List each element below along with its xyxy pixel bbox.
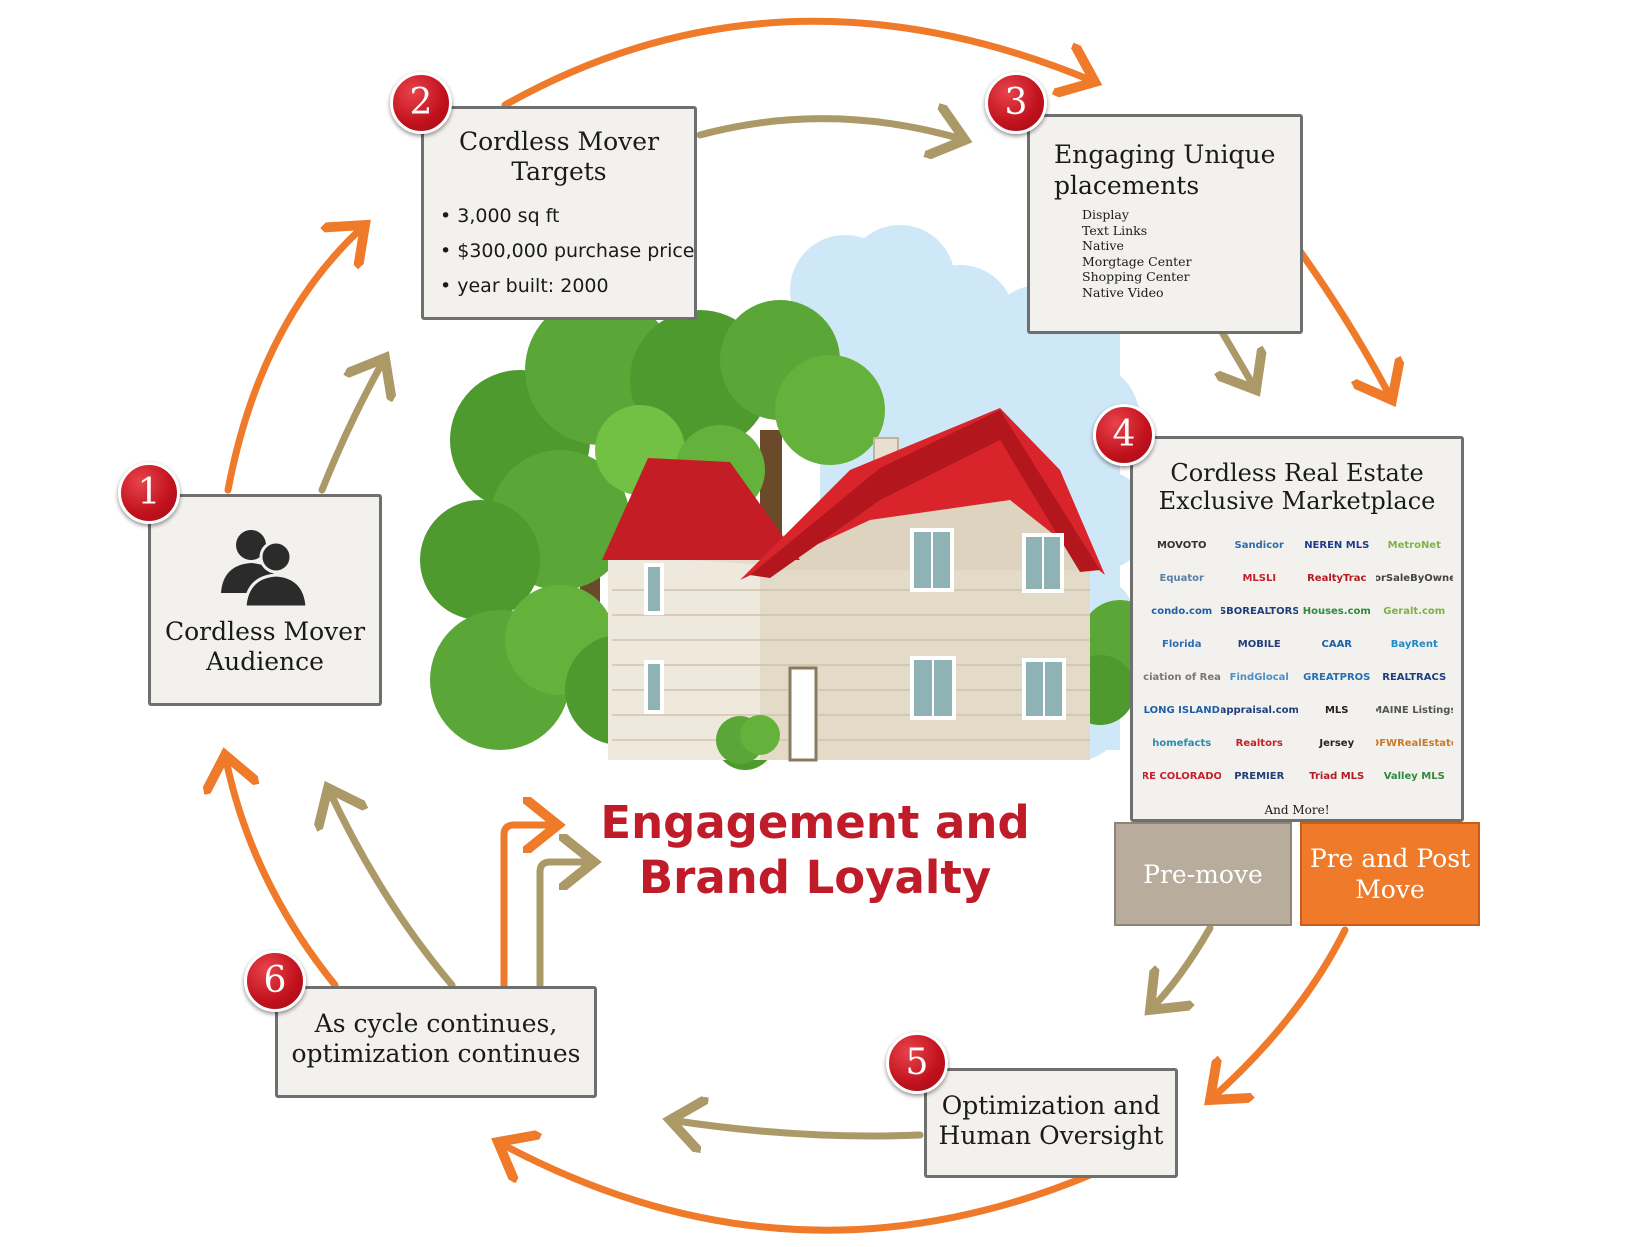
arrow-tan-2-3 — [696, 119, 965, 140]
partner-logo: MetroNet — [1387, 540, 1441, 551]
partner-logo: MOBILE — [1237, 639, 1281, 650]
pre-and-post-move-label: Pre and Post Move — [1300, 822, 1480, 926]
step-4-title: Cordless Real Estate Exclusive Marketpla… — [1158, 459, 1436, 515]
partner-logo: Jersey — [1319, 738, 1355, 749]
list-item: • $300,000 purchase price — [440, 240, 695, 262]
partner-logo: MAINE Listings — [1375, 705, 1454, 716]
partner-logo: SBOREALTORS — [1220, 606, 1299, 617]
partner-logo: Houses.com — [1302, 606, 1371, 617]
arrow-orange-5-6 — [498, 1142, 1094, 1234]
partner-logo: CAAR — [1321, 639, 1353, 650]
and-more-label: And More! — [1264, 803, 1330, 817]
partner-logo: NEREN MLS — [1304, 540, 1370, 551]
partner-logo: MLS — [1324, 705, 1349, 716]
arrow-tan-6-1 — [328, 788, 456, 989]
step-6-title: As cycle continues, optimization continu… — [291, 1009, 581, 1068]
step-5-box: Optimization and Human Oversight — [924, 1068, 1178, 1178]
arrow-tan-1-2 — [318, 358, 385, 494]
pre-move-label: Pre-move — [1114, 822, 1292, 926]
partner-logo: FindGlocal — [1229, 672, 1289, 683]
arrow-orange-to-headline — [500, 825, 558, 989]
step-6-badge: 6 — [244, 950, 306, 1012]
step-5-badge: 5 — [886, 1032, 948, 1094]
partner-logo: RealtyTrac — [1307, 573, 1367, 584]
partner-logo: Geralt.com — [1383, 606, 1446, 617]
list-item: • year built: 2000 — [440, 275, 609, 297]
list-item: Display — [1082, 207, 1129, 222]
partner-logo: RE COLORADO — [1143, 771, 1221, 782]
partner-logo: homefacts — [1152, 738, 1212, 749]
partner-logo: appraisal.com — [1220, 705, 1299, 716]
partner-logo: Valley MLS — [1383, 771, 1445, 782]
list-item: Native Video — [1082, 284, 1164, 300]
list-item: Shopping Center — [1082, 269, 1190, 284]
partner-logo: REALTRACS — [1382, 672, 1447, 683]
list-item: • 3,000 sq ft — [440, 205, 560, 227]
partner-logo: ForSaleByOwner — [1375, 573, 1454, 584]
arrow-orange-2-3 — [501, 17, 1095, 109]
step-3-badge: 3 — [985, 72, 1047, 134]
partner-logo: DFWRealEstate — [1375, 738, 1454, 749]
arrow-tan-4-5 — [1150, 924, 1214, 1010]
partner-logo: Triad MLS — [1309, 771, 1365, 782]
list-item: Text Links — [1082, 222, 1148, 238]
step-2-box: Cordless Mover Targets • 3,000 sq ft • $… — [421, 106, 697, 320]
headline: Engagement and Brand Loyalty — [600, 796, 1030, 904]
arrow-tan-to-headline — [536, 862, 594, 989]
step-3-title: Engaging Unique placements — [1054, 140, 1276, 200]
arrow-orange-4-5 — [1210, 926, 1349, 1100]
step-2-badge: 2 — [390, 72, 452, 134]
step-3-items: Display Text Links Native Morgtage Cente… — [1082, 207, 1192, 300]
step-1-badge: 1 — [118, 462, 180, 524]
partner-logo: Sandicor — [1234, 540, 1284, 551]
partner-logo: LONG ISLAND — [1143, 705, 1220, 716]
list-item: Native — [1082, 238, 1124, 253]
arrow-orange-1-2 — [224, 225, 365, 494]
list-item: Morgtage Center — [1082, 253, 1192, 269]
arrow-tan-3-4 — [1222, 328, 1256, 390]
arrow-orange-6-1 — [225, 755, 339, 989]
partner-logo: BayRent — [1390, 639, 1438, 650]
partner-logo: condo.com — [1151, 606, 1213, 617]
step-1-box: Cordless Mover Audience — [148, 494, 382, 706]
partner-logo: PREMIER — [1234, 771, 1285, 782]
step-6-box: As cycle continues, optimization continu… — [275, 986, 597, 1098]
step-2-bullets: • 3,000 sq ft • $300,000 purchase price … — [440, 199, 695, 304]
step-5-title: Optimization and Human Oversight — [938, 1091, 1164, 1150]
step-3-box: Engaging Unique placements Display Text … — [1027, 114, 1303, 334]
arrow-tan-5-6 — [670, 1120, 924, 1136]
partner-logo: MLSLI — [1242, 573, 1277, 584]
step-1-title: Cordless Mover Audience — [164, 617, 366, 676]
partner-logo: Association of Realtors — [1143, 672, 1221, 683]
step-4-box: Cordless Real Estate Exclusive Marketpla… — [1130, 436, 1464, 822]
partner-logo: Florida — [1162, 639, 1202, 650]
partner-logo: GREATPROS — [1303, 672, 1371, 683]
step-4-badge: 4 — [1093, 404, 1155, 466]
arrow-orange-3-4 — [1288, 236, 1392, 400]
partner-logo: Realtors — [1235, 738, 1283, 749]
people-icon — [221, 530, 309, 607]
partner-logo: Equator — [1159, 573, 1204, 584]
partner-logo: MOVOTO — [1156, 540, 1207, 551]
step-2-title: Cordless Mover Targets — [458, 127, 660, 186]
